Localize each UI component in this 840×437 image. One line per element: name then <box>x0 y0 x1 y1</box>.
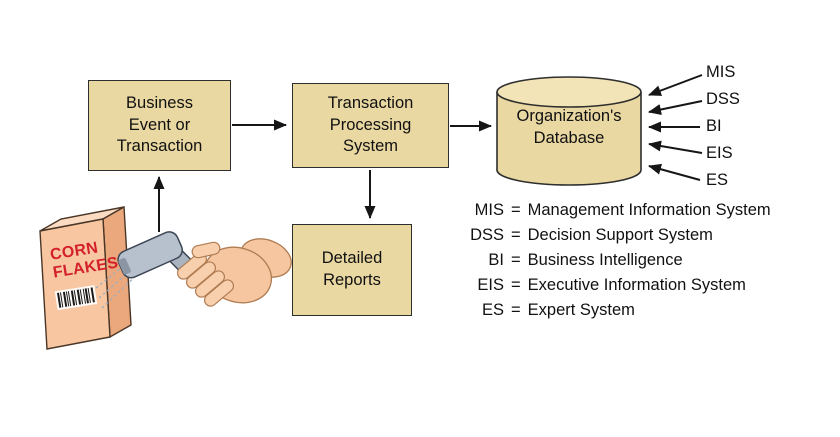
legend-definition: Decision Support System <box>527 226 713 244</box>
legend-abbr: ES <box>481 301 504 319</box>
legend-row-es: ES = Expert System <box>458 301 771 326</box>
database-cylinder <box>496 76 642 186</box>
legend-equals-sign: = <box>511 226 521 244</box>
node-organizations-database-label: Organization's Database <box>516 107 622 147</box>
node-detailed-reports-label: Detailed Reports <box>321 249 383 289</box>
legend-definition: Executive Information System <box>527 276 746 294</box>
legend-abbr: BI <box>488 251 504 269</box>
legend-abbr: EIS <box>477 276 504 294</box>
db-input-eis: EIS <box>706 144 733 162</box>
legend-definition: Business Intelligence <box>527 251 683 269</box>
node-tps-label: Transaction Processing System <box>327 93 414 156</box>
arrow-dss-to-database <box>648 100 703 115</box>
legend-definition: Management Information System <box>527 201 771 219</box>
legend: MIS = Management Information System DSS … <box>458 201 771 326</box>
db-input-mis: MIS <box>706 63 736 81</box>
legend-abbr: MIS <box>474 201 504 219</box>
cylinder-top <box>496 76 642 108</box>
node-business-event-label: Business Event or Transaction <box>116 93 203 156</box>
thumb <box>191 241 221 259</box>
node-transaction-processing-system: Transaction Processing System <box>292 83 449 168</box>
legend-equals-sign: = <box>511 201 521 219</box>
legend-row-mis: MIS = Management Information System <box>458 201 771 226</box>
db-input-dss: DSS <box>706 90 740 108</box>
arrow-mis-to-database <box>648 74 703 96</box>
scanner-nose <box>118 257 131 275</box>
cereal-box <box>39 205 132 350</box>
node-business-event: Business Event or Transaction <box>88 80 231 171</box>
legend-row-eis: EIS = Executive Information System <box>458 276 771 301</box>
barcode <box>54 285 98 311</box>
arrow-eis-to-database <box>648 140 703 154</box>
legend-equals-sign: = <box>511 251 521 269</box>
legend-abbr: DSS <box>470 226 504 244</box>
legend-row-bi: BI = Business Intelligence <box>458 251 771 276</box>
legend-equals-sign: = <box>511 276 521 294</box>
fingers <box>176 241 235 307</box>
legend-definition: Expert System <box>527 301 635 319</box>
legend-equals-sign: = <box>511 301 521 319</box>
arrow-es-to-database <box>648 163 701 181</box>
flow-arrows <box>153 74 703 232</box>
node-detailed-reports: Detailed Reports <box>292 224 412 316</box>
db-input-bi: BI <box>706 117 722 135</box>
cereal-box-front-face <box>39 218 111 350</box>
legend-row-dss: DSS = Decision Support System <box>458 226 771 251</box>
db-input-es: ES <box>706 171 729 189</box>
